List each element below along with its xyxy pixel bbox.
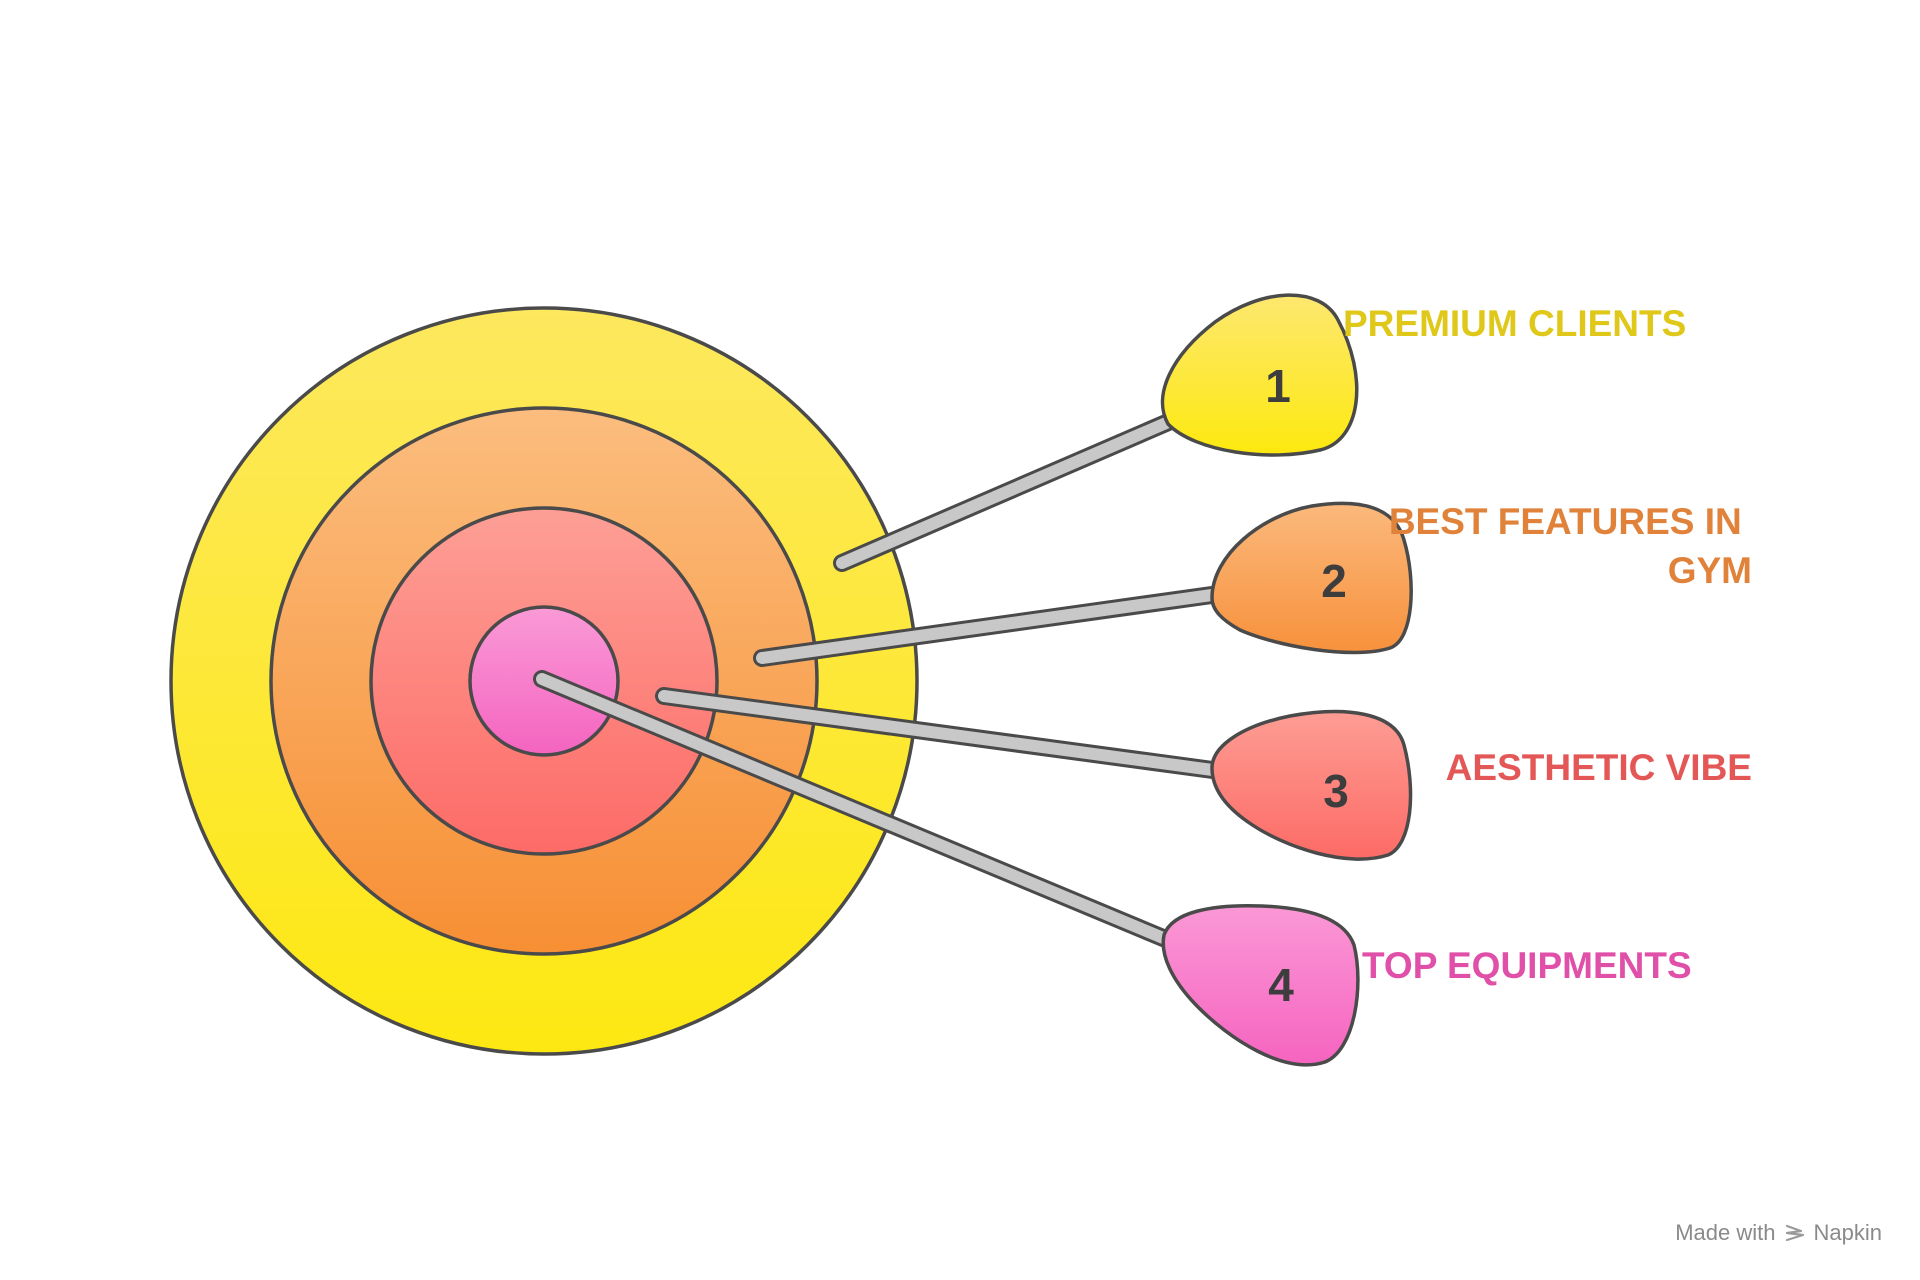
- label-top-equipments: TOP EQUIPMENTS: [1362, 945, 1692, 986]
- arrow-3: 3: [655, 687, 1413, 861]
- arrow-1: 1: [833, 293, 1359, 572]
- napkin-brand-text: Napkin: [1813, 1220, 1882, 1245]
- arrow-4-shaft-fill: [536, 673, 1186, 951]
- arrow-3-fletching: [1210, 709, 1413, 861]
- arrow-1-number: 1: [1265, 360, 1291, 412]
- arrow-2-fletching: [1210, 501, 1413, 655]
- arrow-3-number: 3: [1323, 765, 1349, 817]
- label-best-features: BEST FEATURES IN GYM: [1389, 501, 1752, 591]
- labels: PREMIUM CLIENTS BEST FEATURES IN GYM AES…: [1343, 303, 1752, 986]
- arrow-3-shaft-fill: [658, 690, 1226, 777]
- napkin-logo-icon: [1785, 1224, 1804, 1242]
- arrow-2: 2: [753, 501, 1413, 667]
- arrow-2-number: 2: [1321, 555, 1347, 607]
- arrow-1-fletching: [1160, 293, 1359, 457]
- arrow-4-fletching: [1161, 903, 1360, 1067]
- arrow-2-shaft-fill: [756, 587, 1232, 664]
- label-premium-clients: PREMIUM CLIENTS: [1343, 303, 1686, 344]
- made-with-napkin-footer: Made with Napkin: [1675, 1220, 1882, 1246]
- arrow-1-shaft-fill: [836, 411, 1186, 569]
- arrow-4: 4: [533, 670, 1360, 1067]
- label-aesthetic-vibe: AESTHETIC VIBE: [1446, 747, 1752, 788]
- arrow-4-number: 4: [1268, 959, 1294, 1011]
- made-with-text: Made with: [1675, 1220, 1776, 1245]
